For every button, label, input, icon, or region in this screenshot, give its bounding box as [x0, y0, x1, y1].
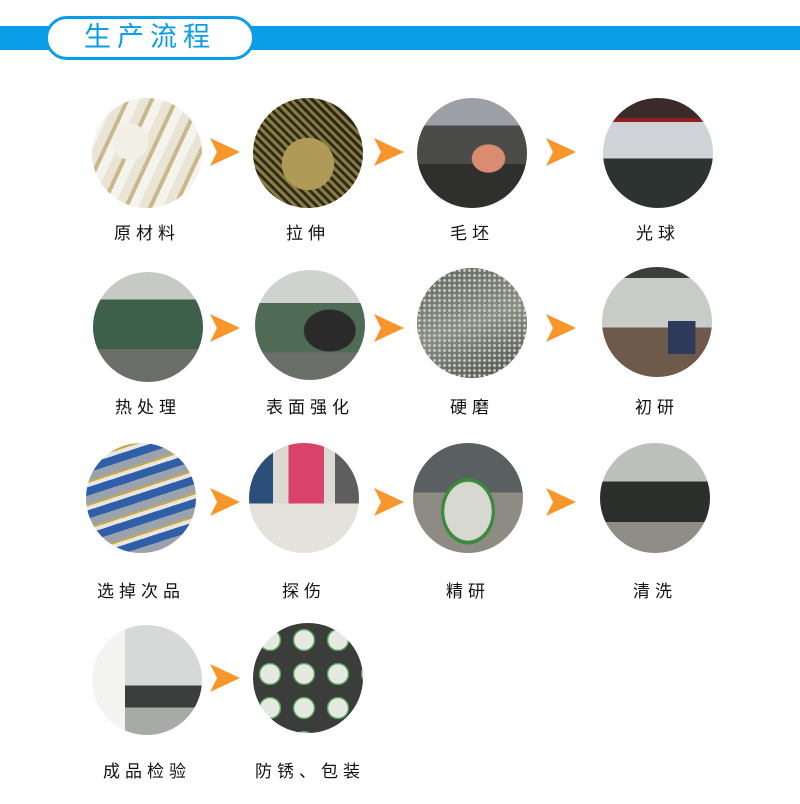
heat-treatment-furnace-photo [93, 272, 203, 382]
cleaning-line-photo [600, 443, 710, 553]
arrow-right-icon [546, 488, 576, 516]
arrow-right-icon [374, 488, 404, 516]
rust-prevention-packaging-photo [253, 623, 363, 733]
raw-material-wire-coils-photo [92, 98, 202, 208]
final-inspection-photo [92, 625, 202, 735]
step-hard-grinding [417, 268, 527, 378]
step-label: 选掉次品 [97, 582, 185, 602]
flaw-detection-photo [249, 443, 359, 553]
hard-grinding-photo [417, 268, 527, 378]
step-label: 热处理 [115, 398, 181, 418]
wire-drawing-photo [253, 98, 363, 208]
step-label: 表面强化 [266, 398, 354, 418]
step-defect-sorting [86, 443, 196, 553]
step-blank [417, 98, 527, 208]
step-surface-strengthening [255, 270, 365, 380]
step-label: 光球 [636, 224, 680, 244]
step-flaw-detection [249, 443, 359, 553]
step-raw-material [92, 98, 202, 208]
arrow-right-icon [210, 488, 240, 516]
step-label: 初研 [635, 398, 679, 418]
arrow-right-icon [546, 138, 576, 166]
step-rough-lapping [602, 267, 712, 377]
arrow-right-icon [210, 138, 240, 166]
step-packaging [253, 623, 363, 733]
flashing-machines-photo [603, 98, 713, 208]
step-label: 毛坯 [450, 224, 494, 244]
fine-lapping-photo [413, 443, 523, 553]
step-heat-treatment [93, 272, 203, 382]
step-label: 清洗 [633, 582, 677, 602]
step-flashing [603, 98, 713, 208]
arrow-right-icon [374, 138, 404, 166]
step-label: 防锈、包装 [255, 762, 365, 782]
surface-strengthening-photo [255, 270, 365, 380]
step-fine-lapping [413, 443, 523, 553]
arrow-right-icon [546, 314, 576, 342]
arrow-right-icon [210, 314, 240, 342]
step-label: 精研 [446, 582, 490, 602]
page-title: 生产流程 [84, 22, 216, 53]
step-label: 探伤 [282, 582, 326, 602]
arrow-right-icon [210, 664, 240, 692]
step-wire-drawing [253, 98, 363, 208]
step-cleaning [600, 443, 710, 553]
step-final-inspection [92, 625, 202, 735]
step-label: 成品检验 [103, 762, 191, 782]
section-title-pill: 生产流程 [45, 16, 255, 60]
step-label: 硬磨 [450, 398, 494, 418]
step-label: 拉伸 [286, 224, 330, 244]
rough-lapping-photo [602, 267, 712, 377]
arrow-right-icon [374, 314, 404, 342]
blank-forming-workshop-photo [417, 98, 527, 208]
step-label: 原材料 [114, 224, 180, 244]
defect-sorting-photo [86, 443, 196, 553]
